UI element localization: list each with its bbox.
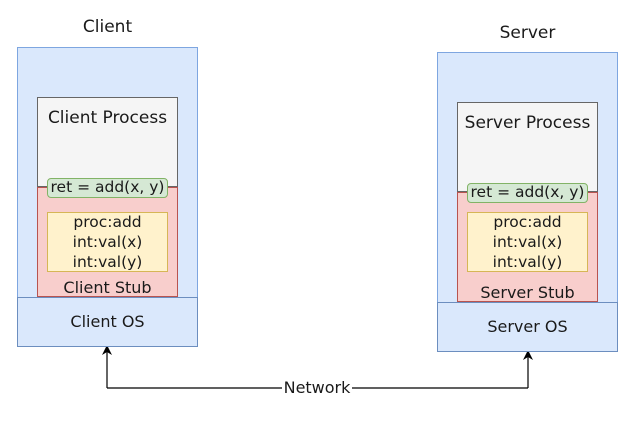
server-process-box	[457, 102, 598, 192]
server-call-box: ret = add(x, y)	[467, 183, 588, 203]
client-param: proc:add	[73, 213, 142, 231]
server-params-box: proc:add int:val(x) int:val(y)	[467, 212, 588, 272]
server-os-box: Server OS	[437, 302, 618, 352]
client-call-label: ret = add(x, y)	[50, 178, 165, 197]
server-title: Server	[499, 23, 556, 43]
client-process-box	[37, 97, 178, 187]
network-label: Network	[283, 378, 351, 397]
client-param: int:val(x)	[72, 233, 143, 251]
client-stub-label: Client Stub	[63, 278, 152, 297]
client-call-box: ret = add(x, y)	[47, 178, 168, 198]
server-param: proc:add	[493, 213, 562, 231]
client-param: int:val(y)	[72, 253, 143, 271]
client-os-label: Client OS	[70, 312, 145, 331]
client-os-box: Client OS	[17, 297, 198, 347]
server-process-label: Server Process	[464, 113, 591, 133]
server-os-label: Server OS	[487, 317, 568, 336]
client-params-box: proc:add int:val(x) int:val(y)	[47, 212, 168, 272]
server-call-label: ret = add(x, y)	[470, 183, 585, 202]
server-param: int:val(x)	[492, 233, 563, 251]
server-param: int:val(y)	[492, 253, 563, 271]
server-stub-label: Server Stub	[480, 283, 575, 302]
client-process-label: Client Process	[47, 108, 168, 128]
client-title: Client	[82, 17, 133, 37]
